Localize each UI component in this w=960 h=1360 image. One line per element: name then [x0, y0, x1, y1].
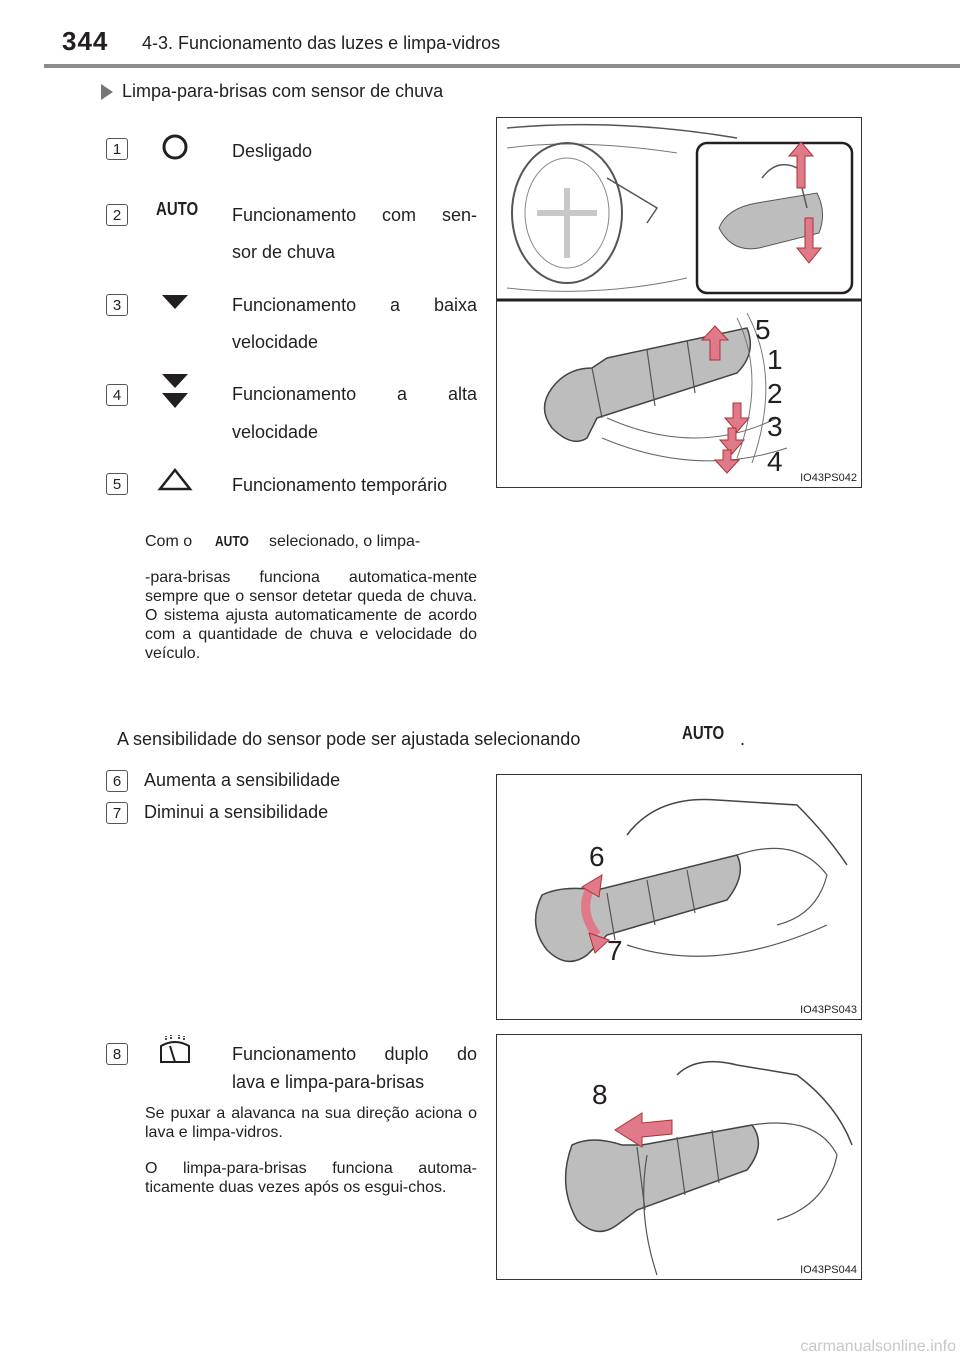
washer-label-cont: lava e limpa-para-brisas: [232, 1072, 425, 1092]
section-bullet-icon: [101, 84, 113, 100]
item-number: 4: [106, 384, 128, 406]
off-circle-icon: [162, 134, 188, 160]
chapter-title: 4-3. Funcionamento das luzes e limpa-vid…: [142, 33, 501, 53]
auto-symbol-icon: AUTO: [682, 723, 725, 744]
item-number: 3: [106, 294, 128, 316]
figure-lever-positions: 5 1 2 3 4 IO43PS042: [496, 117, 862, 488]
sensitivity-end: .: [740, 729, 746, 749]
section-title: Limpa-para-brisas com sensor de chuva: [122, 81, 444, 101]
low-speed-icon: [162, 295, 188, 309]
auto-note-body: -para-brisas funciona automatica-mente s…: [145, 569, 477, 662]
lever-illustration: [497, 123, 861, 474]
callout-label: 3: [767, 411, 783, 442]
callout-label: 7: [607, 935, 623, 966]
callout-label: 8: [592, 1079, 608, 1110]
high-speed-icon: [162, 374, 188, 408]
item-label: Funcionamento a alta: [232, 384, 477, 404]
callout-label: 2: [767, 378, 783, 409]
item-label-cont: sor de chuva: [232, 242, 336, 262]
washer-label: Funcionamento duplo do: [232, 1044, 477, 1064]
header-rule: [44, 64, 960, 68]
auto-note-suffix: selecionado, o limpa-: [269, 533, 421, 550]
auto-symbol-icon: AUTO: [156, 199, 199, 220]
sensitivity-illustration: [534, 798, 848, 963]
figure-code: IO43PS044: [800, 1264, 857, 1276]
item-label: Desligado: [232, 141, 313, 161]
temporary-icon: [157, 467, 193, 491]
auto-note-prefix: Com o: [145, 533, 193, 550]
item-number: 8: [106, 1043, 128, 1065]
item-label-cont: velocidade: [232, 422, 319, 442]
item-number: 5: [106, 473, 128, 495]
page-number: 344: [62, 26, 109, 56]
item-label: Funcionamento a baixa: [232, 295, 477, 315]
figure-code: IO43PS043: [800, 1004, 857, 1016]
callout-label: 5: [755, 314, 771, 345]
washer-wiper-icon: [160, 1035, 190, 1063]
item-label-cont: velocidade: [232, 332, 319, 352]
figure-sensitivity: 6 7 IO43PS043: [496, 774, 862, 1020]
item-number: 6: [106, 770, 128, 792]
watermark: carmanualsonline.info: [800, 1338, 956, 1355]
item-number: 1: [106, 138, 128, 160]
sensitivity-text: A sensibilidade do sensor pode ser ajust…: [117, 729, 581, 749]
callout-label: 1: [767, 344, 783, 375]
item-label: Funcionamento com sen-: [232, 205, 477, 225]
callout-label: 4: [767, 446, 783, 477]
washer-illustration: [564, 1060, 853, 1276]
figure-washer: 8 IO43PS044: [496, 1034, 862, 1280]
auto-note-first-line: Com o AUTO selecionado, o limpa-: [145, 533, 477, 557]
item-number: 7: [106, 802, 128, 824]
sens-item-label: Aumenta a sensibilidade: [144, 770, 341, 790]
auto-symbol-icon: AUTO: [215, 532, 249, 550]
callout-label: 6: [589, 841, 605, 872]
item-number: 2: [106, 204, 128, 226]
figure-code: IO43PS042: [800, 472, 857, 484]
washer-para-2: O limpa-para-brisas funciona automa-tica…: [145, 1160, 477, 1196]
sens-item-label: Diminui a sensibilidade: [144, 802, 329, 822]
washer-para-1: Se puxar a alavanca na sua direção acion…: [145, 1105, 477, 1141]
item-label: Funcionamento temporário: [232, 475, 448, 495]
